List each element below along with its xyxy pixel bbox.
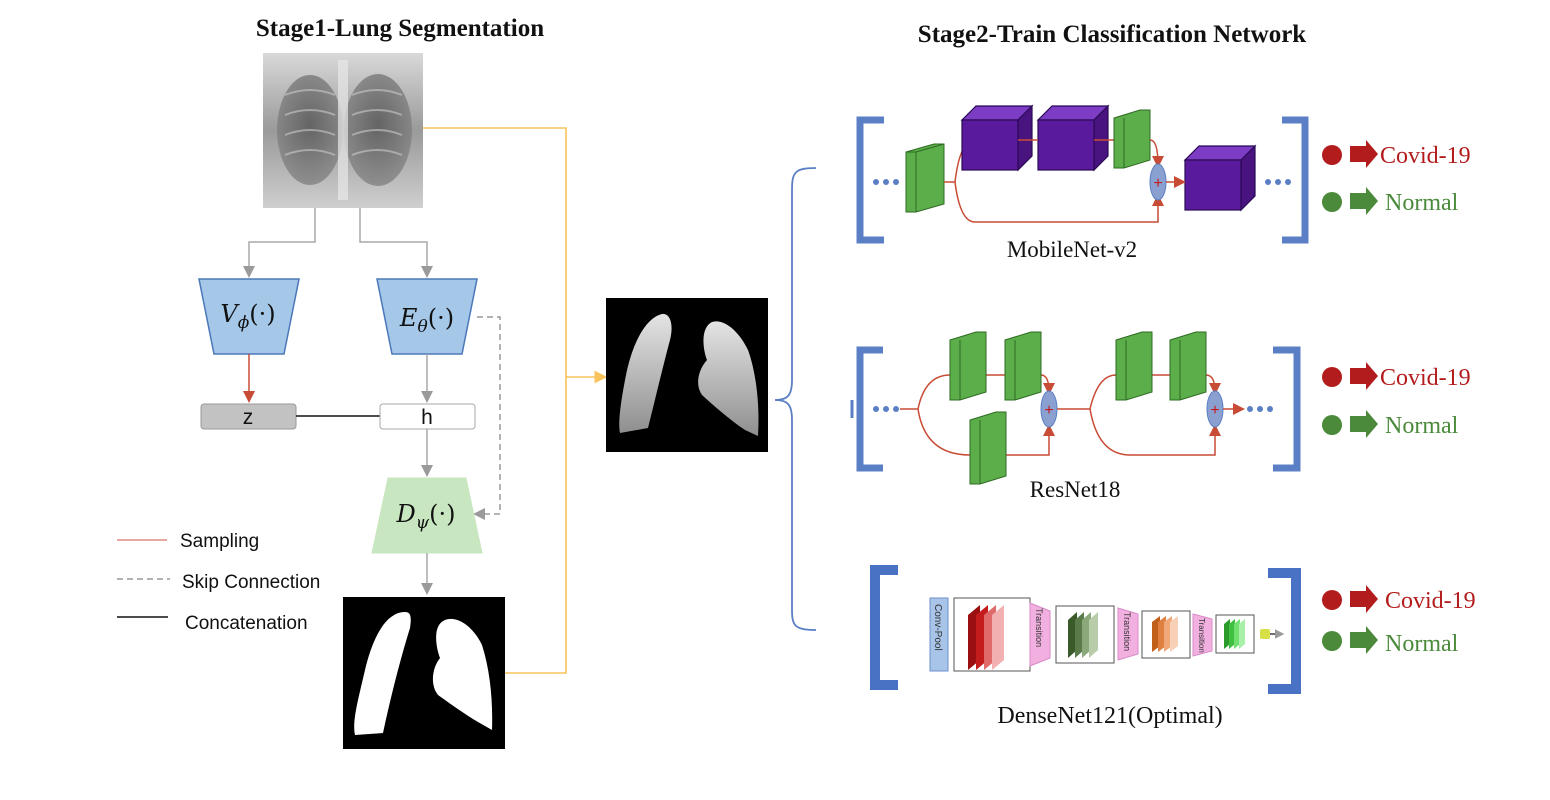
densenet-label: DenseNet121(Optimal)	[997, 703, 1222, 729]
densenet-covid-label: Covid-19	[1385, 588, 1476, 614]
decoder-label: D	[396, 500, 416, 528]
legend-skip-label: Skip Connection	[182, 572, 320, 593]
image-to-encoders-connectors	[243, 208, 433, 278]
mobilenet-outputs: Covid-19 Normal	[1322, 140, 1471, 216]
decoder-subscript: ψ	[416, 513, 430, 533]
vae-encoder-label: V	[220, 300, 240, 328]
svg-text:+: +	[1044, 402, 1053, 419]
skip-connection-line	[473, 316, 501, 520]
latent-h-label: h	[421, 406, 433, 429]
densenet-outputs: Covid-19 Normal	[1322, 585, 1476, 657]
svg-text:Dψ(·): Dψ(·)	[396, 500, 456, 533]
vae-encoder-subscript: ϕ	[238, 313, 250, 333]
seg-encoder-arg: (·)	[428, 304, 454, 332]
lung-mask-image	[343, 597, 505, 749]
resnet-outputs: Covid-19 Normal	[1322, 362, 1471, 439]
mobilenet-panel: +	[856, 104, 1309, 244]
svg-text:+: +	[1153, 175, 1162, 192]
decoder-block: Dψ(·)	[371, 477, 483, 554]
segmented-lungs-image	[606, 298, 768, 452]
latent-z-label: z	[243, 406, 254, 429]
svg-text:+: +	[1210, 402, 1219, 419]
seg-encoder-label: E	[399, 304, 418, 332]
legend: Sampling Skip Connection Concatenation	[117, 531, 320, 634]
resnet-label: ResNet18	[1030, 477, 1121, 502]
densenet-conv-pool-label: Conv-Pool	[932, 604, 943, 651]
densenet-transition-3-label: Transition	[1197, 618, 1206, 653]
densenet-transition-1-label: Transition	[1034, 608, 1044, 647]
stage1-title: Stage1-Lung Segmentation	[256, 15, 544, 42]
legend-sampling-label: Sampling	[180, 531, 259, 552]
vae-encoder-arg: (·)	[249, 300, 275, 328]
resnet-normal-label: Normal	[1385, 413, 1459, 439]
resnet-covid-label: Covid-19	[1380, 365, 1471, 391]
legend-concat-label: Concatenation	[185, 613, 308, 634]
resnet-panel: + +	[850, 331, 1301, 485]
mobilenet-covid-label: Covid-19	[1380, 143, 1471, 169]
svg-text:Vϕ(·): Vϕ(·)	[220, 300, 275, 333]
mobilenet-normal-label: Normal	[1385, 190, 1459, 216]
densenet-normal-label: Normal	[1385, 631, 1459, 657]
chest-xray-image	[263, 53, 423, 208]
segmentation-encoder-block: Eθ(·)	[376, 278, 478, 355]
mobilenet-label: MobileNet-v2	[1007, 237, 1137, 262]
svg-text:Eθ(·): Eθ(·)	[399, 304, 454, 337]
network-brace	[774, 167, 817, 631]
decoder-arg: (·)	[429, 500, 455, 528]
densenet-transition-2-label: Transition	[1122, 612, 1132, 651]
stage2-title: Stage2-Train Classification Network	[918, 21, 1306, 48]
vae-encoder-block: Vϕ(·)	[198, 278, 300, 355]
seg-encoder-subscript: θ	[417, 317, 427, 337]
yellow-connectors	[423, 127, 608, 674]
densenet-panel: Conv-Pool Transition Transition	[870, 565, 1301, 694]
